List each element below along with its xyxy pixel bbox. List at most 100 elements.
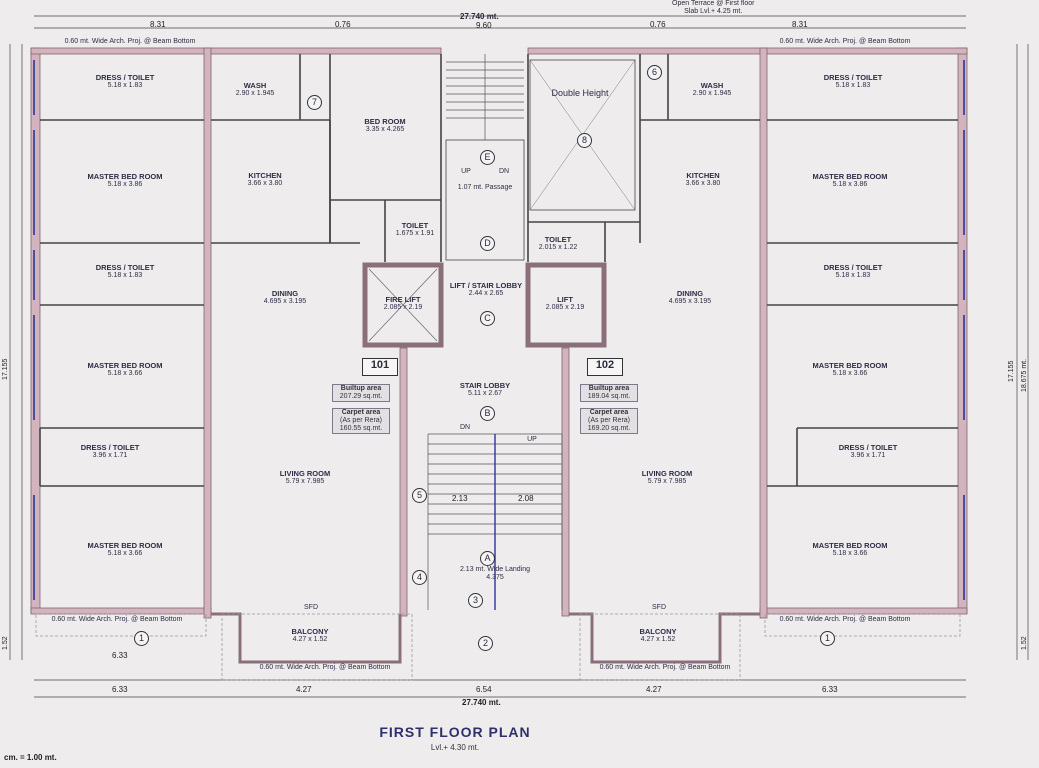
top-total-dimension: 27.740 mt. bbox=[460, 12, 499, 21]
room-size: 2.44 x 2.65 bbox=[468, 290, 504, 297]
unit-101-carpet: Carpet area (As per Rera) 160.55 sq.mt. bbox=[332, 408, 390, 434]
arch-proj-note-tl: 0.60 mt. Wide Arch. Proj. @ Beam Bottom bbox=[64, 38, 196, 45]
grid-marker-1-left: 1 bbox=[134, 631, 149, 646]
dim-bottom-2: 4.27 bbox=[296, 685, 312, 694]
room-name: BALCONY bbox=[639, 627, 677, 636]
room-name: LIVING ROOM bbox=[641, 469, 693, 478]
room-size: 3.66 x 3.80 bbox=[685, 180, 721, 187]
room-name: MASTER BED ROOM bbox=[87, 172, 163, 181]
room-name: DRESS / TOILET bbox=[838, 443, 898, 452]
carpet-value: 169.20 sq.mt. bbox=[587, 425, 631, 432]
room-name: STAIR LOBBY bbox=[459, 381, 511, 390]
room-dining-left: DINING 4.695 x 3.195 bbox=[240, 290, 330, 306]
interior-walls bbox=[39, 54, 958, 487]
grid-marker-1-right: 1 bbox=[820, 631, 835, 646]
builtup-value: 189.04 sq.mt. bbox=[587, 393, 631, 400]
outer-walls bbox=[30, 47, 968, 619]
room-size: 4.27 x 1.52 bbox=[292, 636, 328, 643]
room-kitchen-right: KITCHEN 3.66 x 3.80 bbox=[663, 172, 743, 188]
arch-proj-note-br: 0.60 mt. Wide Arch. Proj. @ Beam Bottom bbox=[599, 664, 731, 671]
room-size: 5.18 x 3.66 bbox=[832, 550, 868, 557]
dim-top-4: 0.76 bbox=[650, 20, 666, 29]
room-name: KITCHEN bbox=[248, 171, 282, 180]
room-size: 2.085 x 2.19 bbox=[545, 304, 585, 311]
unit-number-102: 102 bbox=[587, 358, 623, 376]
room-size: 3.96 x 1.71 bbox=[92, 452, 128, 459]
sfd-right: SFD bbox=[652, 604, 666, 611]
plan-level: Lvl.+ 4.30 mt. bbox=[430, 743, 480, 752]
grid-marker-7: 7 bbox=[307, 95, 322, 110]
room-name: DINING bbox=[271, 289, 299, 298]
stair-dn-label-top: DN bbox=[498, 168, 510, 175]
carpet-note: (As per Rera) bbox=[587, 417, 630, 424]
room-name: MASTER BED ROOM bbox=[812, 361, 888, 370]
room-name: FIRE LIFT bbox=[385, 295, 421, 304]
room-name: BED ROOM bbox=[364, 117, 406, 126]
room-master-bed-3-left: MASTER BED ROOM 5.18 x 3.66 bbox=[60, 542, 190, 558]
unit-101-builtup: Builtup area 207.29 sq.mt. bbox=[332, 384, 390, 402]
room-size: 5.79 x 7.985 bbox=[647, 478, 687, 485]
dimension-lines bbox=[9, 15, 1029, 698]
room-name: LIFT bbox=[557, 295, 573, 304]
stair-up-label-lower: UP bbox=[527, 436, 537, 443]
scale-note: cm. = 1.00 mt. bbox=[4, 753, 57, 762]
room-dress-toilet-1-right: DRESS / TOILET 5.18 x 1.83 bbox=[798, 74, 908, 90]
room-fire-lift: FIRE LIFT 2.085 x 2.19 bbox=[370, 296, 436, 312]
room-size: 3.35 x 4.265 bbox=[365, 126, 405, 133]
room-size: 5.18 x 3.66 bbox=[107, 550, 143, 557]
room-name: BALCONY bbox=[291, 627, 329, 636]
arch-proj-note-tr: 0.60 mt. Wide Arch. Proj. @ Beam Bottom bbox=[779, 38, 911, 45]
room-double-height: Double Height bbox=[551, 88, 609, 98]
room-size: 5.79 x 7.985 bbox=[285, 478, 325, 485]
room-size: 5.18 x 1.83 bbox=[107, 82, 143, 89]
top-terrace-note: Open Terrace @ First floor Slab Lvl.+ 4.… bbox=[672, 0, 755, 15]
dim-bottom-4: 4.27 bbox=[646, 685, 662, 694]
stair-shaft bbox=[445, 139, 525, 261]
room-kitchen-left: KITCHEN 3.66 x 3.80 bbox=[225, 172, 305, 188]
room-size: 5.18 x 3.66 bbox=[832, 370, 868, 377]
room-name: MASTER BED ROOM bbox=[87, 361, 163, 370]
dim-right-total: 18.675 mt. bbox=[1021, 358, 1028, 392]
room-size: 5.18 x 3.86 bbox=[832, 181, 868, 188]
grid-marker-4: 4 bbox=[412, 570, 427, 585]
room-name: WASH bbox=[700, 81, 724, 90]
room-lift-lobby: LIFT / STAIR LOBBY 2.44 x 2.65 bbox=[448, 282, 524, 298]
arch-proj-note-bc: 0.60 mt. Wide Arch. Proj. @ Beam Bottom bbox=[259, 664, 391, 671]
room-size: 5.18 x 1.83 bbox=[107, 272, 143, 279]
grid-marker-6: 6 bbox=[647, 65, 662, 80]
arch-proj-note-bl: 0.60 mt. Wide Arch. Proj. @ Beam Bottom bbox=[51, 616, 183, 623]
room-master-bed-1-right: MASTER BED ROOM 5.18 x 3.86 bbox=[785, 173, 915, 189]
grid-marker-b: B bbox=[480, 406, 495, 421]
room-size: 2.90 x 1.945 bbox=[235, 90, 275, 97]
windows bbox=[33, 60, 965, 600]
stair-width-2: 2.08 bbox=[518, 494, 534, 503]
arch-proj-note-brr: 0.60 mt. Wide Arch. Proj. @ Beam Bottom bbox=[779, 616, 911, 623]
room-dress-toilet-2-right: DRESS / TOILET 5.18 x 1.83 bbox=[798, 264, 908, 280]
builtup-label: Builtup area bbox=[588, 385, 630, 392]
room-name: MASTER BED ROOM bbox=[87, 541, 163, 550]
room-size: 3.66 x 3.80 bbox=[247, 180, 283, 187]
grid-marker-a: A bbox=[480, 551, 495, 566]
room-size: 4.27 x 1.52 bbox=[640, 636, 676, 643]
passage-label: 1.07 mt. Passage bbox=[457, 184, 513, 191]
grid-marker-d: D bbox=[480, 236, 495, 251]
projection-lines bbox=[35, 613, 961, 681]
room-size: 5.18 x 1.83 bbox=[835, 82, 871, 89]
carpet-value: 160.55 sq.mt. bbox=[339, 425, 383, 432]
room-size: 2.015 x 1.22 bbox=[538, 244, 578, 251]
plan-title: FIRST FLOOR PLAN bbox=[379, 724, 531, 740]
unit-number-101: 101 bbox=[362, 358, 398, 376]
dim-bottom-5: 6.33 bbox=[822, 685, 838, 694]
dim-top-3: 9.60 bbox=[476, 21, 492, 30]
room-name: DRESS / TOILET bbox=[95, 73, 155, 82]
room-name: DRESS / TOILET bbox=[823, 73, 883, 82]
dim-left-balcony: 1.52 bbox=[2, 636, 9, 650]
room-size: 5.18 x 3.86 bbox=[107, 181, 143, 188]
dim-top-5: 8.31 bbox=[792, 20, 808, 29]
room-stair-lobby: STAIR LOBBY 5.11 x 2.67 bbox=[450, 382, 520, 398]
room-dress-toilet-3-right: DRESS / TOILET 3.96 x 1.71 bbox=[828, 444, 908, 460]
room-name: DRESS / TOILET bbox=[823, 263, 883, 272]
grid-marker-5: 5 bbox=[412, 488, 427, 503]
stair-dn-label: DN bbox=[459, 424, 471, 431]
